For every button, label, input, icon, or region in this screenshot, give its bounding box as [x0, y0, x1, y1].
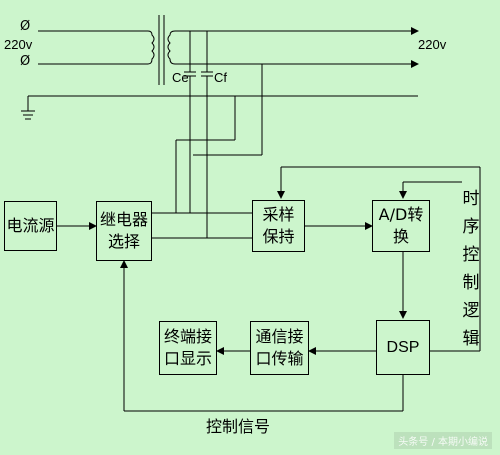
primary-coil	[120, 30, 155, 65]
output-voltage-label: 220v	[418, 37, 447, 52]
relay-select-label: 继电器 选择	[99, 210, 148, 251]
current-source-block: 电流源	[4, 201, 57, 251]
secondary-coil	[167, 30, 176, 65]
sample-hold-block: 采样 保持	[252, 200, 305, 252]
watermark: 头条号 / 本期小编说	[394, 432, 492, 449]
terminal-block: 终端接 口显示	[159, 321, 217, 375]
dsp-block: DSP	[376, 320, 430, 375]
cap-e-label: Ce	[172, 70, 189, 85]
sample-hold-label: 采样 保持	[262, 205, 295, 246]
comm-label: 通信接 口传输	[255, 327, 304, 368]
input-voltage-label: 220v	[4, 37, 33, 52]
relay-select-block: 继电器 选择	[96, 201, 152, 261]
current-source-label: 电流源	[6, 216, 55, 235]
adc-label: A/D转换	[378, 205, 424, 246]
adc-block: A/D转换	[372, 200, 430, 252]
phase-symbol-top: Ø	[20, 19, 31, 34]
terminal-label: 终端接 口显示	[163, 327, 212, 368]
timing-logic-label: 时序控制逻辑	[462, 189, 480, 349]
phase-symbol-bottom: Ø	[20, 54, 31, 69]
cap-f-label: Cf	[214, 70, 227, 85]
control-signal-label: 控制信号	[206, 417, 271, 436]
dsp-label: DSP	[386, 338, 420, 356]
comm-block: 通信接 口传输	[250, 321, 309, 375]
